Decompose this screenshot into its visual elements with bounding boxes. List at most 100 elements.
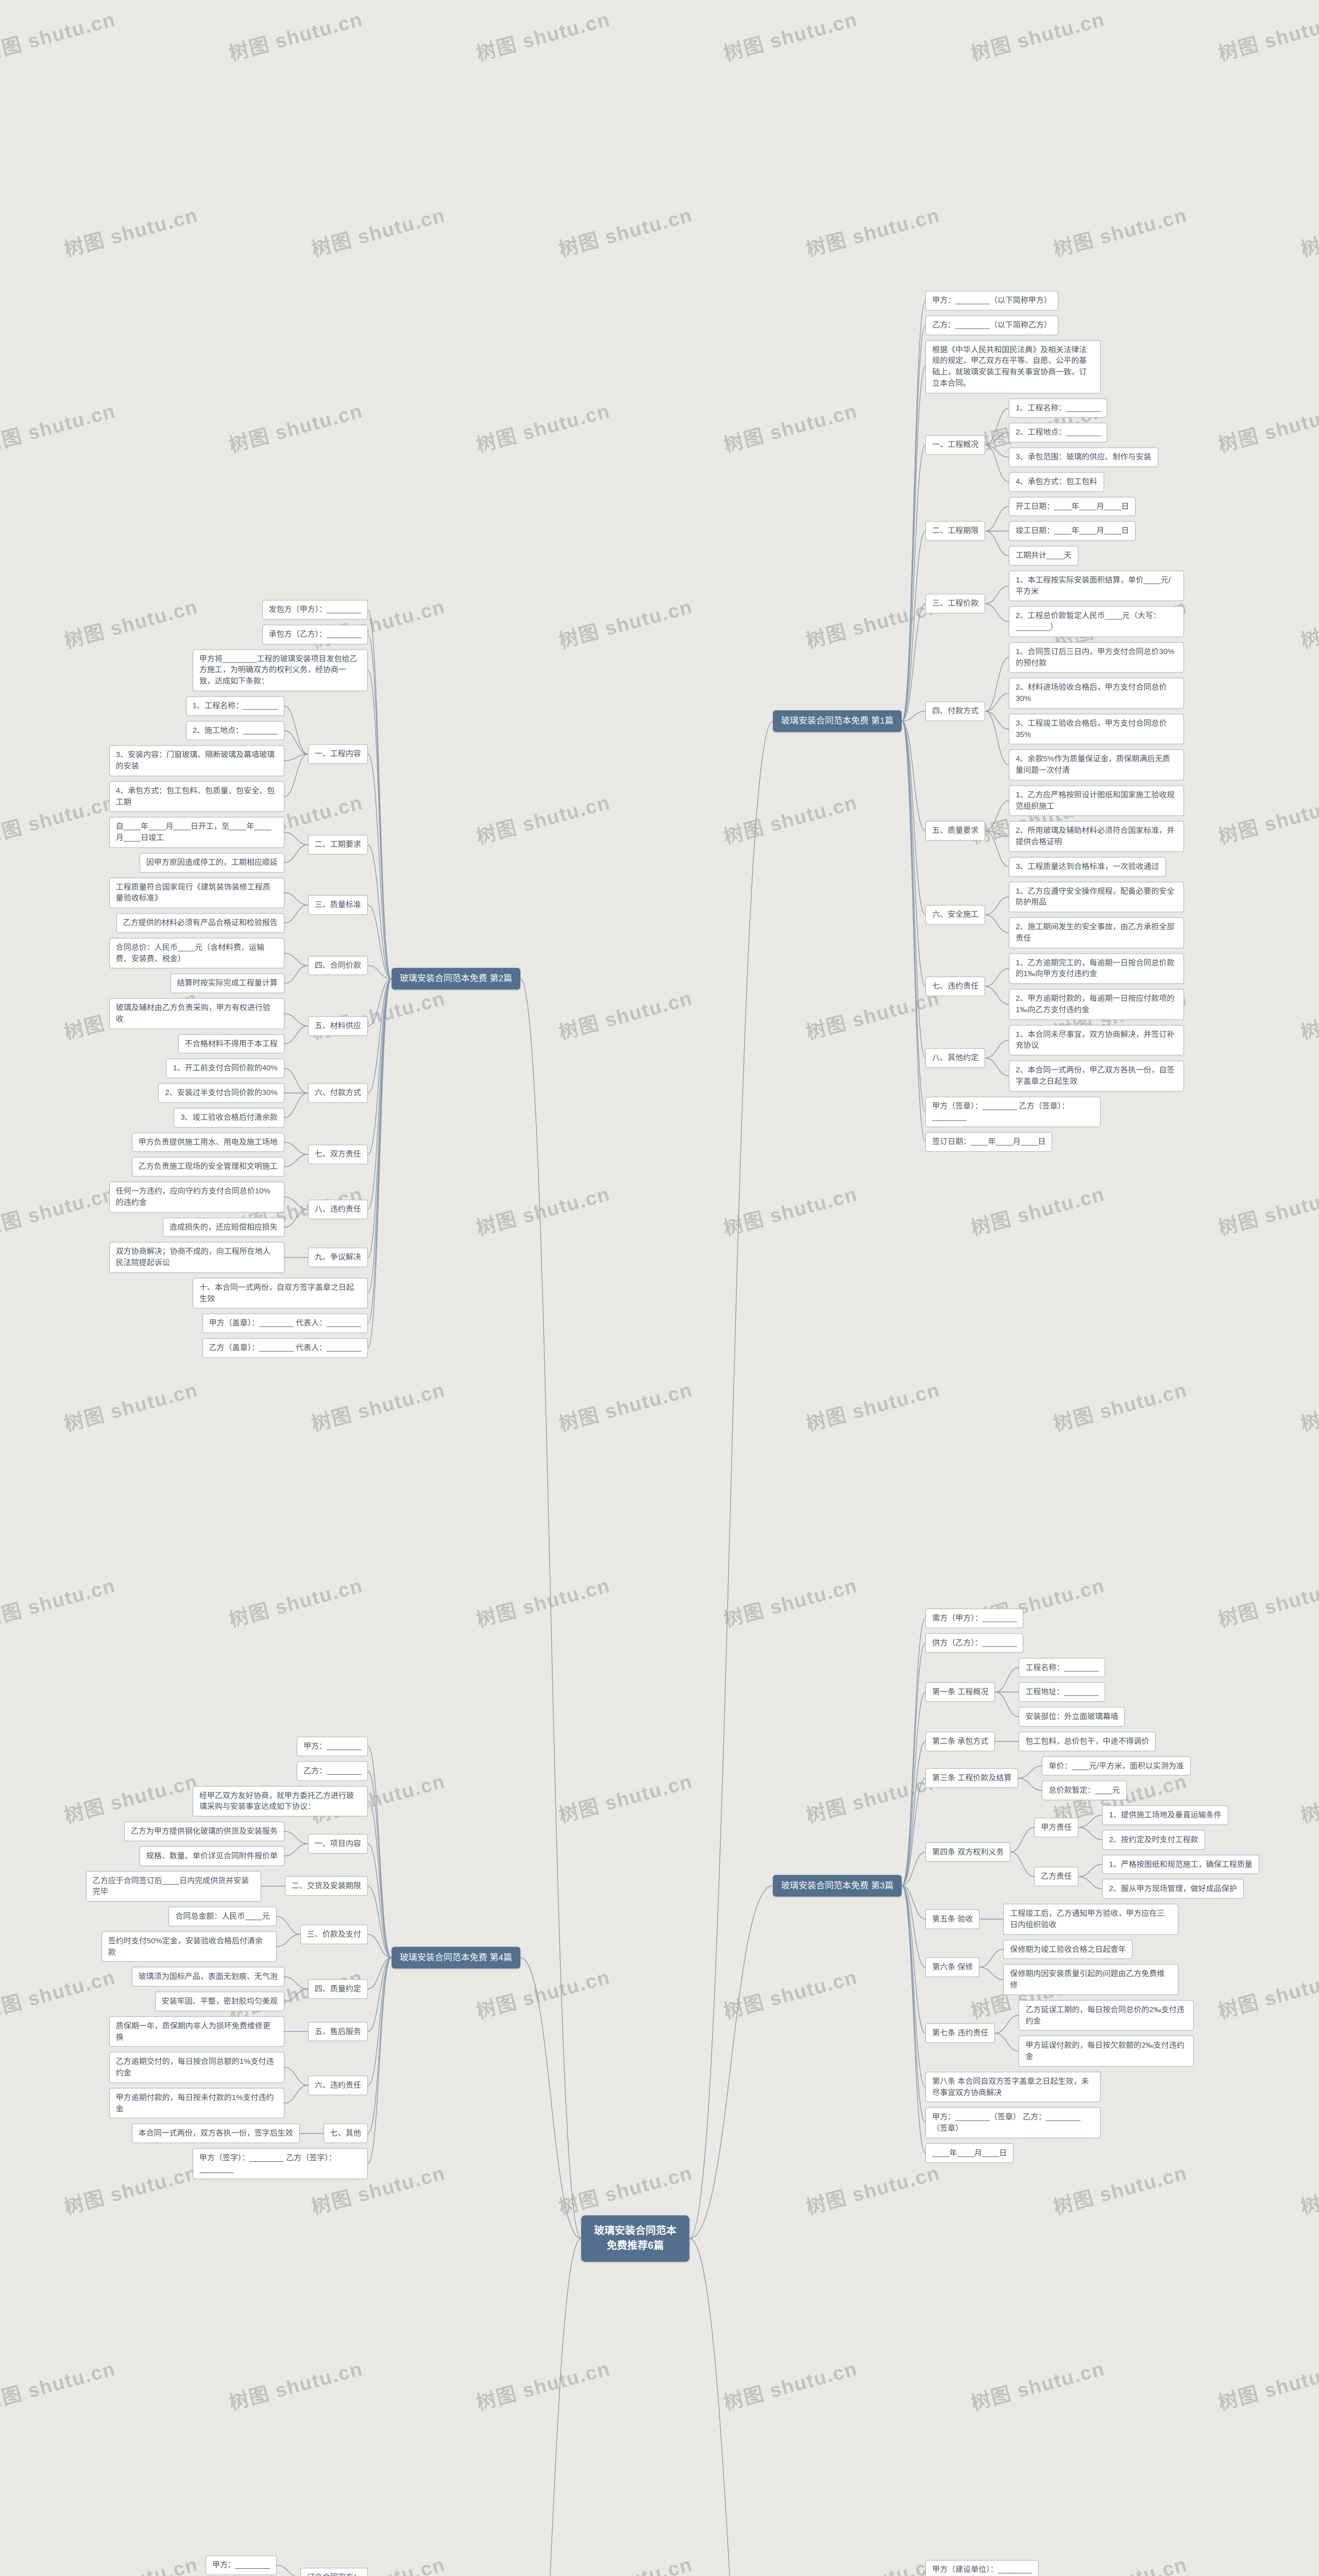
map-node[interactable]: 甲方：________（签章） 乙方：________（签章）	[925, 2107, 1101, 2138]
map-node[interactable]: 1、工程名称：________	[1009, 398, 1108, 418]
map-node[interactable]: 乙方延误工期的，每日按合同总价的2‰支付违约金	[1019, 2000, 1194, 2031]
map-node[interactable]: 2、工程地点：________	[1009, 422, 1108, 443]
map-node[interactable]: 二、交货及安装期限	[284, 1876, 368, 1896]
map-node[interactable]: 4、承包方式：包工包料	[1009, 472, 1104, 492]
map-node[interactable]: 工期共计____天	[1009, 546, 1078, 566]
map-node[interactable]: 1、严格按图纸和规范施工，确保工程质量	[1102, 1854, 1259, 1874]
map-node[interactable]: 1、本合同未尽事宜，双方协商解决，并签订补充协议	[1009, 1025, 1185, 1056]
map-node[interactable]: 甲方延误付款的，每日按欠款额的2‰支付违约金	[1019, 2036, 1194, 2066]
map-node[interactable]: 八、其他约定	[925, 1048, 986, 1068]
map-node[interactable]: 4、承包方式：包工包料、包质量、包安全、包工期	[109, 781, 284, 812]
map-node[interactable]: 八、违约责任	[308, 1199, 368, 1219]
map-node[interactable]: 1、乙方应遵守安全操作规程，配备必要的安全防护用品	[1009, 882, 1185, 912]
map-node[interactable]: 四、合同价款	[308, 956, 368, 975]
map-node[interactable]: 安装牢固、平整，密封胶均匀美观	[155, 1991, 284, 2011]
map-node[interactable]: 三、工程价款	[925, 594, 986, 614]
map-node[interactable]: 1、乙方应严格按照设计图纸和国家施工验收规范组织施工	[1009, 785, 1185, 816]
map-node[interactable]: 工程竣工后，乙方通知甲方验收，甲方应在三日内组织验收	[1003, 1904, 1179, 1935]
map-node[interactable]: 甲方逾期付款的，每日按未付款的1%支付违约金	[109, 2088, 284, 2119]
map-node[interactable]: 三、价款及支付	[300, 1924, 368, 1944]
map-node[interactable]: 任何一方违约，应向守约方支付合同总价10%的违约金	[109, 1181, 284, 1213]
map-node[interactable]: 签约时支付50%定金，安装验收合格后付清余款	[101, 1931, 277, 1962]
map-node[interactable]: 九、争议解决	[308, 1247, 368, 1267]
map-node[interactable]: 1、工程名称：________	[185, 696, 284, 716]
map-node[interactable]: 甲方（盖章）：________ 代表人：________	[202, 1313, 368, 1333]
map-node[interactable]: 签订日期：____年____月____日	[925, 1132, 1053, 1152]
map-node[interactable]: 七、违约责任	[925, 976, 986, 996]
map-node[interactable]: 第五条 验收	[925, 1909, 980, 1929]
map-node[interactable]: 质保期一年，质保期内非人为损坏免费维修更换	[109, 2016, 284, 2047]
map-node[interactable]: 第六条 保修	[925, 1957, 980, 1977]
map-node[interactable]: 第四条 双方权利义务	[925, 1842, 1011, 1862]
map-node[interactable]: 2、材料进场验收合格后，甲方支付合同总价30%	[1009, 677, 1185, 709]
map-node[interactable]: 3、安装内容：门窗玻璃、隔断玻璃及幕墙玻璃的安装	[109, 745, 284, 776]
map-node[interactable]: 甲方（签章）：________ 乙方（签章）：________	[925, 1096, 1101, 1127]
map-node[interactable]: 供方（乙方）：________	[925, 1633, 1024, 1653]
map-node[interactable]: 甲方（签字）：________ 乙方（签字）：________	[192, 2148, 368, 2179]
map-node[interactable]: 经甲乙双方友好协商，就甲方委托乙方进行玻璃采购与安装事宜达成如下协议：	[192, 1786, 368, 1817]
map-node[interactable]: 工程名称：________	[1019, 1657, 1106, 1677]
map-node[interactable]: 1、合同签订后三日内，甲方支付合同总价30%的预付款	[1009, 642, 1185, 673]
map-node[interactable]: ____年____月____日	[925, 2143, 1014, 2163]
map-node[interactable]: 第七条 违约责任	[925, 2023, 995, 2043]
map-node[interactable]: 根据《中华人民共和国民法典》及相关法律法规的规定，甲乙双方在平等、自愿、公平的基…	[925, 340, 1101, 394]
map-node[interactable]: 乙方为甲方提供钢化玻璃的供货及安装服务	[124, 1821, 284, 1841]
map-node[interactable]: 2、所用玻璃及辅助材料必须符合国家标准，并提供合格证明	[1009, 821, 1185, 852]
map-node[interactable]: 甲方：________（以下简称甲方）	[925, 291, 1058, 311]
map-node[interactable]: 七、其他	[323, 2124, 368, 2143]
map-node[interactable]: 双方协商解决；协商不成的，向工程所在地人民法院提起诉讼	[109, 1242, 284, 1273]
map-node[interactable]: 1、提供施工场地及垂直运输条件	[1102, 1805, 1228, 1825]
map-node[interactable]: 六、违约责任	[308, 2075, 368, 2095]
map-node[interactable]: 发包方（甲方）：________	[262, 600, 368, 620]
map-node[interactable]: 2、按约定及时支付工程款	[1102, 1830, 1205, 1850]
map-node[interactable]: 甲方负责提供施工用水、用电及施工场地	[131, 1132, 284, 1152]
branch-node[interactable]: 玻璃安装合同范本免费 第2篇	[391, 968, 520, 990]
map-node[interactable]: 3、工程竣工验收合格后，甲方支付合同总价35%	[1009, 714, 1185, 744]
map-node[interactable]: 一、工程内容	[308, 744, 368, 764]
map-node[interactable]: 乙方提供的材料必须有产品合格证和检验报告	[116, 913, 284, 933]
map-node[interactable]: 结算时按实际完成工程量计算	[170, 973, 284, 993]
map-node[interactable]: 乙方：________	[297, 1761, 368, 1781]
map-node[interactable]: 六、安全施工	[925, 905, 986, 925]
map-node[interactable]: 2、施工地点：________	[185, 721, 284, 740]
map-node[interactable]: 2、甲方逾期付款的，每逾期一日按应付款项的1‰向乙方支付违约金	[1009, 989, 1185, 1020]
map-node[interactable]: 单价：____元/平方米，面积以实测为准	[1042, 1756, 1191, 1776]
map-node[interactable]: 一、工程概况	[925, 435, 986, 455]
map-node[interactable]: 安装部位：外立面玻璃幕墙	[1019, 1707, 1125, 1726]
map-node[interactable]: 不合格材料不得用于本工程	[178, 1034, 284, 1054]
map-node[interactable]: 合同总价：人民币____元（含材料费、运输费、安装费、税金）	[109, 938, 284, 969]
map-node[interactable]: 玻璃及辅材由乙方负责采购，甲方有权进行验收	[109, 998, 284, 1029]
map-node[interactable]: 一、项目内容	[308, 1834, 368, 1854]
map-node[interactable]: 1、乙方逾期完工的，每逾期一日按合同总价款的1‰向甲方支付违约金	[1009, 953, 1185, 984]
map-node[interactable]: 乙方负责施工现场的安全管理和文明施工	[131, 1157, 284, 1177]
map-node[interactable]: 六、付款方式	[308, 1083, 368, 1103]
branch-node[interactable]: 玻璃安装合同范本免费 第1篇	[773, 710, 902, 733]
map-node[interactable]: 甲方责任	[1034, 1818, 1079, 1837]
root-node[interactable]: 玻璃安装合同范本免费推荐6篇	[581, 2215, 689, 2262]
map-node[interactable]: 保修期内因安装质量引起的问题由乙方免费维修	[1003, 1964, 1179, 1995]
map-node[interactable]: 总价款暂定：____元	[1042, 1781, 1127, 1801]
map-node[interactable]: 承包方（乙方）：________	[262, 624, 368, 645]
map-node[interactable]: 3、工程质量达到合格标准，一次验收通过	[1009, 857, 1166, 877]
map-node[interactable]: 三、质量标准	[308, 895, 368, 915]
map-node[interactable]: 因甲方原因造成停工的，工期相应顺延	[139, 853, 284, 873]
map-node[interactable]: 二、工程期限	[925, 521, 986, 541]
map-node[interactable]: 第三条 工程价款及结算	[925, 1768, 1019, 1788]
map-node[interactable]: 甲方：________	[206, 2555, 277, 2575]
map-node[interactable]: 工程地址：________	[1019, 1682, 1106, 1702]
map-node[interactable]: 乙方（盖章）：________ 代表人：________	[202, 1338, 368, 1358]
map-node[interactable]: 乙方责任	[1034, 1867, 1079, 1887]
map-node[interactable]: 合同总金额：人民币____元	[168, 1906, 277, 1926]
map-node[interactable]: 五、质量要求	[925, 821, 986, 841]
map-node[interactable]: 二、工期要求	[308, 835, 368, 855]
map-node[interactable]: 第二条 承包方式	[925, 1732, 995, 1751]
map-node[interactable]: 乙方逾期交付的，每日按合同总额的1%支付违约金	[109, 2052, 284, 2083]
map-node[interactable]: 订立合同双方：	[300, 2568, 368, 2576]
map-node[interactable]: 竣工日期：____年____月____日	[1009, 521, 1136, 541]
map-node[interactable]: 第八条 本合同自双方签字盖章之日起生效，未尽事宜双方协商解决	[925, 2072, 1101, 2103]
map-node[interactable]: 1、本工程按实际安装面积结算，单价____元/平方米	[1009, 570, 1185, 601]
map-node[interactable]: 四、付款方式	[925, 701, 986, 721]
map-node[interactable]: 4、余款5%作为质量保证金，质保期满后无质量问题一次付清	[1009, 749, 1185, 781]
map-node[interactable]: 开工日期：____年____月____日	[1009, 497, 1136, 516]
map-node[interactable]: 甲方将________工程的玻璃安装项目发包给乙方施工，为明确双方的权利义务，经…	[192, 649, 368, 691]
